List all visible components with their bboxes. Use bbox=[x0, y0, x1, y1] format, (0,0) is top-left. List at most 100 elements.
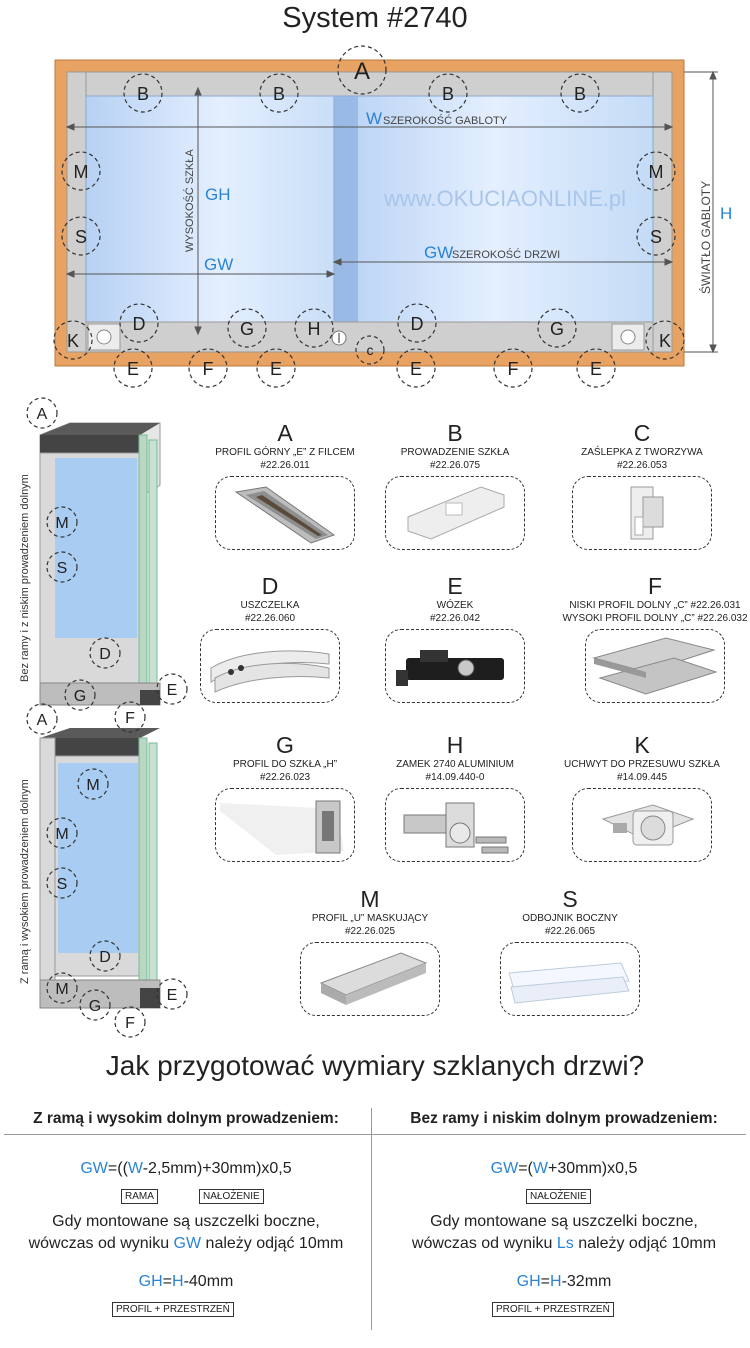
callout-label-b: B bbox=[137, 84, 149, 104]
callout-circle-e bbox=[113, 348, 153, 388]
page-title: System #2740 bbox=[282, 2, 468, 34]
heading-underline bbox=[4, 1134, 746, 1135]
part-image bbox=[508, 962, 630, 1004]
callout-circle-k bbox=[53, 320, 93, 360]
side-view-1 bbox=[39, 422, 161, 706]
callout-circle-b bbox=[259, 73, 299, 113]
callout-label-m: M bbox=[649, 162, 664, 182]
part-letter: B bbox=[447, 420, 463, 446]
callout-circle-d bbox=[397, 303, 437, 343]
part-code: #22.26.023 bbox=[259, 772, 311, 783]
part-name: PROFIL DO SZKŁA „H” bbox=[232, 759, 338, 770]
callout-circle-g bbox=[537, 308, 577, 348]
right-tag-profil: PROFIL + PRZESTRZEŃ bbox=[492, 1302, 614, 1317]
side-callout-label-m: M bbox=[86, 777, 99, 794]
callout-circle-f bbox=[493, 348, 533, 388]
side-callout-circle-a bbox=[26, 703, 58, 735]
part-name: ZAŚLEPKA Z TWORZYWA bbox=[581, 447, 703, 458]
side-callout-circle-e bbox=[156, 978, 188, 1010]
part-image bbox=[407, 486, 505, 540]
left-note-2: wówczas od wyniku GW należy odjąć 10mm bbox=[28, 1235, 344, 1252]
part-letter: D bbox=[261, 573, 279, 599]
callout-circle-e bbox=[576, 348, 616, 388]
callout-label-g: G bbox=[240, 319, 254, 339]
part-image bbox=[592, 637, 718, 695]
callout-circle-f bbox=[188, 348, 228, 388]
part-code: #22.26.075 bbox=[429, 460, 481, 471]
dim-h-label: H bbox=[720, 204, 732, 223]
part-name: NISKI PROFIL DOLNY „C” #22.26.031 bbox=[569, 600, 741, 611]
part-image-frame bbox=[385, 788, 525, 862]
side-callout-label-d: D bbox=[99, 646, 111, 663]
part-name: USZCZELKA bbox=[240, 600, 300, 611]
dim-gw2-label: GW bbox=[204, 255, 233, 274]
part-name: ZAMEK 2740 ALUMINIUM bbox=[396, 759, 514, 770]
callout-circle-h bbox=[294, 308, 334, 348]
left-tag-nalozenie: NAŁOŻENIE bbox=[199, 1189, 264, 1204]
column-divider bbox=[371, 1108, 372, 1330]
part-image bbox=[396, 650, 504, 686]
part-letter: C bbox=[633, 420, 651, 446]
part-image-frame bbox=[215, 476, 355, 550]
side-callout-label-s: S bbox=[57, 560, 68, 577]
side-callout-circle-e bbox=[156, 673, 188, 705]
front-view-diagram: W SZEROKOŚĆ GABLOTY GW SZEROKOŚĆ DRZWI G… bbox=[53, 45, 732, 388]
part-letter: H bbox=[446, 732, 464, 758]
callout-label-g: G bbox=[550, 319, 564, 339]
callout-label-e: E bbox=[590, 359, 602, 379]
callout-label-f: F bbox=[508, 359, 519, 379]
part-name: UCHWYT DO PRZESUWU SZKŁA bbox=[564, 759, 720, 770]
part-name: ODBOJNIK BOCZNY bbox=[522, 913, 618, 924]
side-callout-circle-a bbox=[26, 397, 58, 429]
part-letter: E bbox=[447, 573, 463, 599]
callout-label-b: B bbox=[442, 84, 454, 104]
side-callout-circle-m bbox=[46, 506, 78, 538]
dim-h-desc: ŚWIATŁO GABLOTY bbox=[698, 181, 713, 294]
callout-label-a: A bbox=[354, 58, 370, 85]
howto-question: Jak przygotować wymiary szklanych drzwi? bbox=[105, 1050, 645, 1081]
left-tag-rama: RAMA bbox=[121, 1189, 158, 1204]
part-image bbox=[220, 800, 344, 855]
watermark: www.OKUCIAONLINE.pl bbox=[383, 186, 626, 211]
part-letter: F bbox=[647, 573, 663, 599]
callout-label-h: H bbox=[308, 319, 321, 339]
side-callout-label-e: E bbox=[167, 682, 178, 699]
side-callout-label-f: F bbox=[125, 1015, 135, 1032]
side-callout-circle-m bbox=[46, 817, 78, 849]
side-callout-label-g: G bbox=[74, 688, 86, 705]
callout-label-s: S bbox=[75, 227, 87, 247]
part-image bbox=[319, 952, 428, 1005]
callout-label-b: B bbox=[574, 84, 586, 104]
part-image-frame bbox=[385, 629, 525, 703]
side-callout-circle-s bbox=[46, 867, 78, 899]
side-callout-label-m: M bbox=[55, 826, 68, 843]
callout-label-e: E bbox=[127, 359, 139, 379]
part-code: #22.26.025 bbox=[344, 926, 396, 937]
side-callout-label-e: E bbox=[167, 987, 178, 1004]
left-heading: Z ramą i wysokim dolnym prowadzeniem: bbox=[33, 1110, 339, 1127]
side-callout-circle-s bbox=[46, 551, 78, 583]
left-formula-gh: GH=H-40mm bbox=[138, 1273, 234, 1290]
side-callout-label-a: A bbox=[37, 406, 48, 423]
part-image-frame bbox=[500, 942, 640, 1016]
dim-w-desc: SZEROKOŚĆ GABLOTY bbox=[383, 114, 508, 127]
callout-label-d: D bbox=[411, 314, 424, 334]
right-formula-gh: GH=H-32mm bbox=[516, 1273, 612, 1290]
left-formula-gw: GW=((W-2,5mm)+30mm)x0,5 bbox=[80, 1160, 292, 1177]
part-name: PROFIL GÓRNY „E” Z FILCEM bbox=[215, 447, 355, 458]
part-code: #22.26.042 bbox=[429, 613, 481, 624]
part-image-frame bbox=[385, 476, 525, 550]
side-callout-label-f: F bbox=[125, 710, 135, 727]
side-callout-label-m: M bbox=[55, 515, 68, 532]
part-image-frame bbox=[300, 942, 440, 1016]
callout-circle-e bbox=[256, 348, 296, 388]
part-image bbox=[403, 802, 509, 854]
part-name: WÓZEK bbox=[436, 600, 474, 611]
part-image-frame bbox=[572, 788, 712, 862]
left-tag-profil: PROFIL + PRZESTRZEŃ bbox=[112, 1302, 234, 1317]
